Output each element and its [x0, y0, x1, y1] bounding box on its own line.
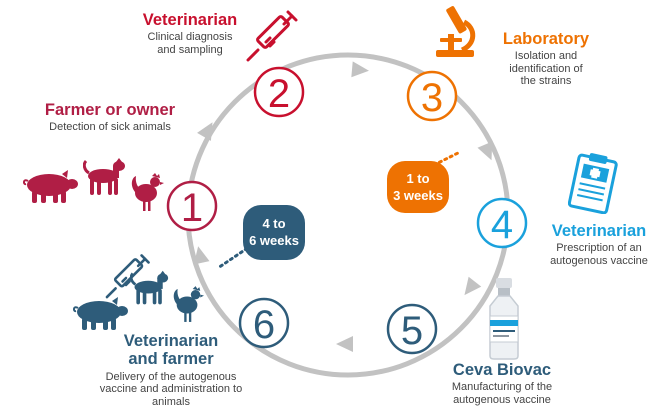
- step-4-title: Veterinarian: [551, 222, 647, 240]
- step-circle-5: 5: [386, 303, 438, 355]
- step-circle-4: 4: [476, 197, 528, 249]
- step-number-5: 5: [401, 309, 423, 353]
- step-number-1: 1: [181, 186, 203, 230]
- step-circle-1: 1: [166, 180, 218, 232]
- syringe-icon: [105, 254, 150, 299]
- step-5-description: Manufacturing of the autogenous vaccine: [451, 381, 553, 406]
- duration-badge-2: 4 to 6 weeks: [243, 205, 305, 260]
- step-5-title: Ceva Biovac: [452, 361, 552, 379]
- step-number-3: 3: [421, 76, 443, 120]
- pig-icon: [22, 170, 78, 203]
- arrow-1-to-2: [197, 122, 213, 141]
- arrow-5-to-6: [336, 336, 353, 352]
- arrow-2-to-3: [351, 61, 369, 78]
- step-6-description: Delivery of the autogenous vaccine and a…: [99, 370, 243, 408]
- step-4-label: Veterinarian Prescription of an autogeno…: [540, 222, 658, 267]
- step-6-label: Veterinarian and farmer Delivery of the …: [96, 332, 246, 408]
- step-2-title: Veterinarian: [142, 11, 238, 29]
- arrow-4-to-5: [464, 276, 482, 296]
- step-6-title: Veterinarian and farmer: [123, 332, 219, 369]
- step-number-4: 4: [491, 203, 513, 247]
- step-3-description: Isolation and identification of the stra…: [509, 50, 583, 88]
- step-1-label: Farmer or owner Detection of sick animal…: [20, 101, 200, 134]
- step-1-description: Detection of sick animals: [49, 121, 171, 134]
- step-circle-3: 3: [406, 70, 458, 122]
- step-1-title: Farmer or owner: [44, 101, 176, 119]
- microscope-icon: [436, 6, 476, 57]
- rooster-icon: [173, 286, 204, 322]
- vaccine-vial-icon: [489, 278, 519, 360]
- step-number-2: 2: [268, 72, 290, 116]
- duration-text-1-line2: 3 weeks: [393, 188, 443, 203]
- step-4-description: Prescription of an autogenous vaccine: [550, 242, 648, 267]
- syringe-icon: [246, 10, 298, 62]
- dog-icon: [130, 270, 169, 305]
- duration-text-2-line2: 6 weeks: [249, 233, 299, 248]
- arrow-6-to-1: [193, 246, 210, 265]
- step-3-label: Laboratory Isolation and identification …: [492, 30, 600, 87]
- arrow-3-to-4: [477, 141, 493, 161]
- step-2-description: Clinical diagnosis and sampling: [147, 31, 233, 56]
- step-2-label: Veterinarian Clinical diagnosis and samp…: [130, 11, 250, 56]
- step-number-6: 6: [253, 303, 275, 347]
- duration-badge-1: 1 to 3 weeks: [387, 161, 449, 213]
- rooster-icon: [131, 173, 164, 211]
- duration-text-2-line1: 4 to: [262, 216, 285, 231]
- duration-text-1-line1: 1 to: [406, 171, 429, 186]
- step-circle-6: 6: [238, 297, 290, 349]
- step-circle-2: 2: [253, 66, 305, 118]
- pig-icon: [72, 297, 128, 330]
- dog-icon: [83, 158, 125, 195]
- cycle-ring-path: [185, 52, 511, 378]
- clipboard-icon: [568, 153, 618, 214]
- step-5-label: Ceva Biovac Manufacturing of the autogen…: [436, 361, 568, 406]
- step-3-title: Laboratory: [502, 30, 590, 48]
